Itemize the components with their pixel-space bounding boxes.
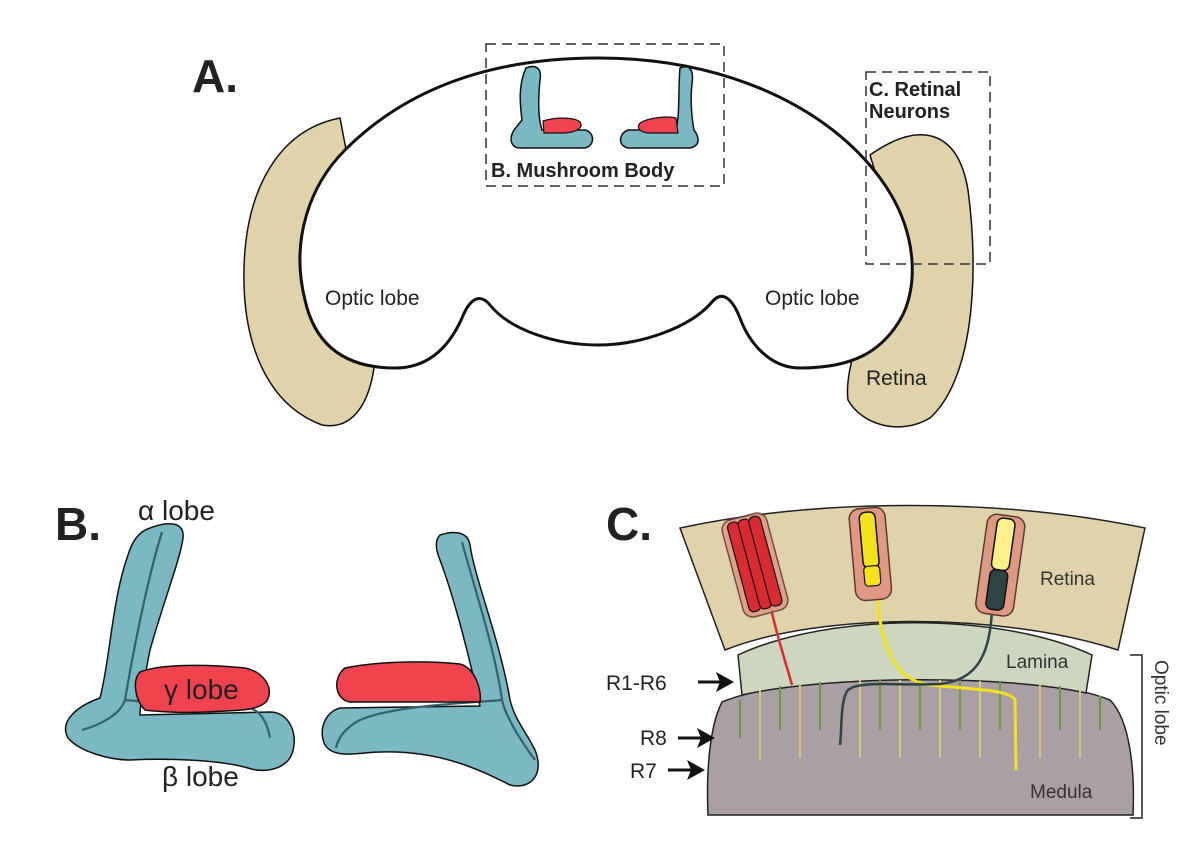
r8-axon <box>838 609 994 746</box>
panel-c-letter: C. <box>606 498 652 550</box>
optic-lobe-right-label: Optic lobe <box>765 287 860 310</box>
r7-label: R7 <box>630 760 657 783</box>
retinal-box-label-line1: C. Retinal <box>869 79 961 101</box>
mushroom-body-left-large <box>64 523 295 772</box>
retinal-neurons-box <box>865 71 991 265</box>
retina-c-label: Retina <box>1040 569 1095 590</box>
retina-band-shape <box>678 504 1146 651</box>
r8-label: R8 <box>640 727 667 750</box>
panel-b: B. α lobe γ lobe β lobe <box>55 495 539 792</box>
lamina-label: Lamina <box>1006 652 1069 673</box>
panel-c: C. <box>606 498 1171 819</box>
r1-r6-label: R1-R6 <box>606 672 667 695</box>
optic-lobe-c-label: Optic lobe <box>1150 660 1171 746</box>
mushroom-body-box <box>485 43 725 187</box>
panel-a-letter: A. <box>192 50 238 102</box>
ommatidium-yellow <box>848 506 893 602</box>
ommatidium-pale <box>975 513 1026 617</box>
mushroom-body-left-small <box>510 65 594 149</box>
beta-lobe-label: β lobe <box>162 761 239 792</box>
retina-label: Retina <box>866 367 927 390</box>
mushroom-body-label: B. Mushroom Body <box>491 160 675 182</box>
r7-arrow <box>668 760 705 780</box>
ommatidium-red <box>721 512 789 618</box>
alpha-lobe-label: α lobe <box>138 495 215 526</box>
r1-r6-arrow <box>698 672 734 692</box>
optic-lobe-bracket <box>1130 654 1143 819</box>
medula-label: Medula <box>1030 782 1093 803</box>
mushroom-body-right-small <box>619 66 699 149</box>
panel-b-letter: B. <box>55 498 101 550</box>
panel-a: A. B. Mushroom Body C. Retinal Neurons O… <box>192 43 991 428</box>
r8-arrow <box>678 728 715 748</box>
medula-terminals <box>739 680 1101 760</box>
central-brain-shape <box>298 56 914 370</box>
gamma-lobe-label: γ lobe <box>164 674 239 705</box>
mushroom-body-right-large <box>321 531 539 787</box>
retinal-box-label-line2: Neurons <box>869 101 950 123</box>
lamina-shape <box>737 622 1093 696</box>
optic-lobe-left-label: Optic lobe <box>325 287 420 310</box>
